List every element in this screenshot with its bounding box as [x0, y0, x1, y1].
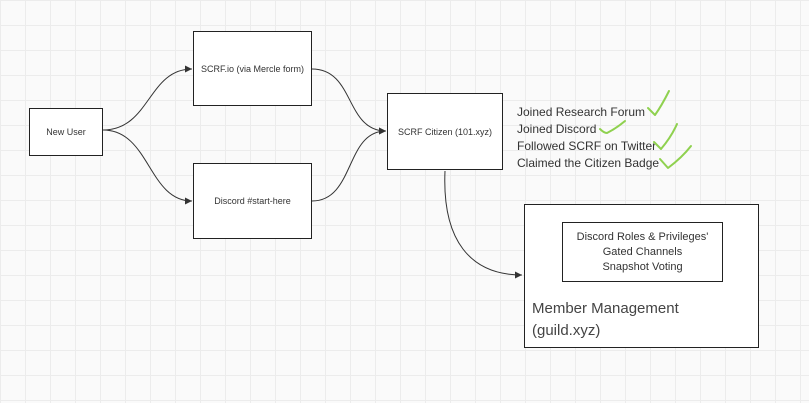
- node-scrf-citizen[interactable]: SCRF Citizen (101.xyz): [387, 93, 503, 170]
- node-new-user[interactable]: New User: [29, 108, 103, 156]
- checklist-item: Joined Research Forum: [517, 105, 646, 119]
- edge-scrfio-citizen: [311, 68, 387, 135]
- edge-citizen-membermgmt: [444, 170, 523, 279]
- checklist-item: Joined Discord: [517, 122, 597, 136]
- checklist-item: Followed SCRF on Twitter: [517, 139, 657, 153]
- feature-item: Snapshot Voting: [602, 260, 683, 273]
- feature-item: Discord Roles & Privileges': [576, 230, 709, 243]
- member-management-title: Member Management (guild.xyz): [532, 298, 679, 342]
- node-discord-start-here-label: Discord #start-here: [214, 196, 291, 206]
- citizen-checklist: Joined Research Forum Joined Discord Fol…: [517, 104, 659, 172]
- member-management-box[interactable]: Discord Roles & Privileges' Gated Channe…: [524, 204, 759, 348]
- node-scrf-io-label: SCRF.io (via Mercle form): [200, 63, 304, 74]
- member-features-box: Discord Roles & Privileges' Gated Channe…: [562, 222, 723, 282]
- node-scrf-io[interactable]: SCRF.io (via Mercle form): [193, 31, 312, 106]
- feature-item: Gated Channels: [602, 245, 683, 258]
- node-scrf-citizen-label: SCRF Citizen (101.xyz): [397, 126, 493, 137]
- node-new-user-label: New User: [46, 127, 86, 137]
- member-management-title-line2: (guild.xyz): [532, 322, 601, 339]
- member-management-title-line1: Member Management: [532, 300, 679, 317]
- checklist-item: Claimed the Citizen Badge: [517, 156, 660, 170]
- edge-newuser-scrfio: [102, 65, 193, 131]
- edge-newuser-discord: [102, 129, 193, 205]
- edge-discord-citizen: [311, 127, 387, 202]
- node-discord-start-here[interactable]: Discord #start-here: [193, 163, 312, 239]
